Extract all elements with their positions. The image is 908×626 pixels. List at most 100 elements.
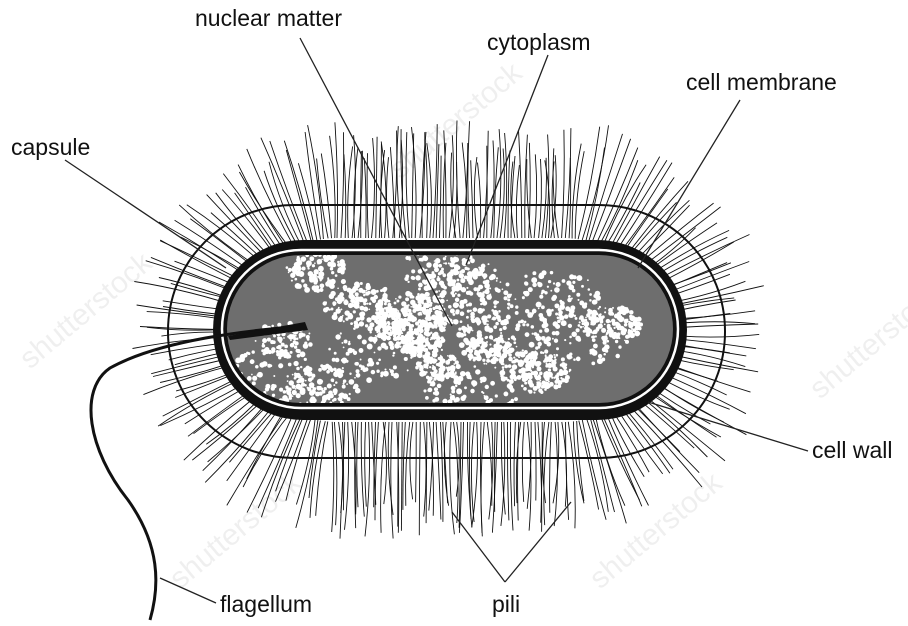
nucleoid-speck xyxy=(619,310,623,314)
nucleoid-speck xyxy=(354,377,356,379)
nucleoid-speck xyxy=(265,326,267,328)
nucleoid-speck xyxy=(466,316,469,319)
nucleoid-speck xyxy=(615,322,619,326)
nucleoid-speck xyxy=(455,360,459,364)
nucleoid-speck xyxy=(612,320,614,322)
nucleoid-speck xyxy=(363,302,366,305)
nucleoid-speck xyxy=(548,368,551,371)
nucleoid-speck xyxy=(277,337,282,342)
nucleoid-speck xyxy=(286,266,289,269)
nucleoid-speck xyxy=(591,362,595,366)
nucleoid-speck xyxy=(369,322,374,327)
nucleoid-speck xyxy=(459,272,461,274)
nucleoid-speck xyxy=(600,320,604,324)
nucleoid-speck xyxy=(363,307,368,312)
nucleoid-speck xyxy=(544,349,548,353)
nucleoid-speck xyxy=(420,314,422,316)
nucleoid-speck xyxy=(385,327,388,330)
nucleoid-speck xyxy=(315,392,320,397)
nucleoid-speck xyxy=(494,305,497,308)
nucleoid-speck xyxy=(446,300,448,302)
nucleoid-speck xyxy=(410,306,412,308)
nucleoid-speck xyxy=(507,298,510,301)
nucleoid-speck xyxy=(308,271,314,277)
nucleoid-speck xyxy=(327,384,332,389)
nucleoid-speck xyxy=(294,377,297,380)
nucleoid-speck xyxy=(378,312,380,314)
nucleoid-speck xyxy=(267,338,271,342)
pilus-hair xyxy=(507,422,508,520)
nucleoid-speck xyxy=(446,276,452,282)
nucleoid-speck xyxy=(481,264,486,269)
nucleoid-speck xyxy=(367,291,371,295)
nucleoid-speck xyxy=(388,341,393,346)
nucleoid-speck xyxy=(429,366,431,368)
nucleoid-speck xyxy=(251,374,253,376)
nucleoid-speck xyxy=(629,315,632,318)
nucleoid-speck xyxy=(355,362,359,366)
nucleoid-speck xyxy=(329,393,334,398)
nucleoid-speck xyxy=(462,289,464,291)
pilus-hair xyxy=(577,421,584,501)
nucleoid-speck xyxy=(593,344,598,349)
nucleoid-speck xyxy=(545,355,547,357)
pilus-hair xyxy=(247,149,295,248)
nucleoid-speck xyxy=(465,340,470,345)
nucleoid-speck xyxy=(293,361,298,366)
pilus-hair xyxy=(424,422,426,517)
nucleoid-speck xyxy=(555,312,558,315)
pilus-hair xyxy=(474,157,477,238)
nucleoid-speck xyxy=(418,334,424,340)
nucleoid-speck xyxy=(491,354,493,356)
nucleoid-speck xyxy=(566,354,570,358)
pilus-hair xyxy=(592,417,626,523)
nucleoid-speck xyxy=(469,310,471,312)
pilus-hair xyxy=(542,158,547,238)
nucleoid-speck xyxy=(491,309,494,312)
nucleoid-speck xyxy=(438,264,442,268)
pilus-hair xyxy=(341,132,344,238)
nucleoid-speck xyxy=(296,367,300,371)
nucleoid-speck xyxy=(496,358,499,361)
nucleoid-speck xyxy=(558,310,562,314)
nucleoid-speck xyxy=(301,256,306,261)
nucleoid-speck xyxy=(328,348,331,351)
nucleoid-speck xyxy=(478,285,482,289)
pilus-hair xyxy=(387,157,389,238)
nucleoid-speck xyxy=(543,320,547,324)
nucleoid-speck xyxy=(294,346,297,349)
nucleoid-speck xyxy=(564,314,569,319)
pilus-hair xyxy=(611,409,649,473)
pilus-hair xyxy=(590,418,614,512)
nucleoid-speck xyxy=(436,277,440,281)
nucleoid-speck xyxy=(300,366,302,368)
nucleoid-speck xyxy=(425,371,427,373)
nucleoid-speck xyxy=(594,301,596,303)
nucleoid-speck xyxy=(434,267,439,272)
nucleoid-speck xyxy=(449,355,453,359)
nucleoid-speck xyxy=(451,386,456,391)
nucleoid-speck xyxy=(527,354,531,358)
nucleoid-speck xyxy=(606,333,608,335)
nucleoid-speck xyxy=(607,324,611,328)
nucleoid-speck xyxy=(317,263,319,265)
nucleoid-speck xyxy=(441,339,445,343)
nucleoid-speck xyxy=(335,334,340,339)
nucleoid-speck xyxy=(302,267,306,271)
nucleoid-speck xyxy=(340,393,344,397)
nucleoid-speck xyxy=(448,305,452,309)
nucleoid-speck xyxy=(294,341,298,345)
nucleoid-speck xyxy=(386,301,388,303)
nucleoid-speck xyxy=(456,388,462,394)
nucleoid-speck xyxy=(478,345,480,347)
nucleoid-speck xyxy=(272,340,276,344)
nucleoid-speck xyxy=(250,359,255,364)
nucleoid-speck xyxy=(556,347,559,350)
nucleoid-speck xyxy=(326,370,330,374)
nucleoid-speck xyxy=(267,364,271,368)
nucleoid-speck xyxy=(406,338,410,342)
nucleoid-speck xyxy=(376,325,381,330)
nucleoid-speck xyxy=(632,320,638,326)
nucleoid-speck xyxy=(581,285,584,288)
nucleoid-speck xyxy=(474,365,477,368)
